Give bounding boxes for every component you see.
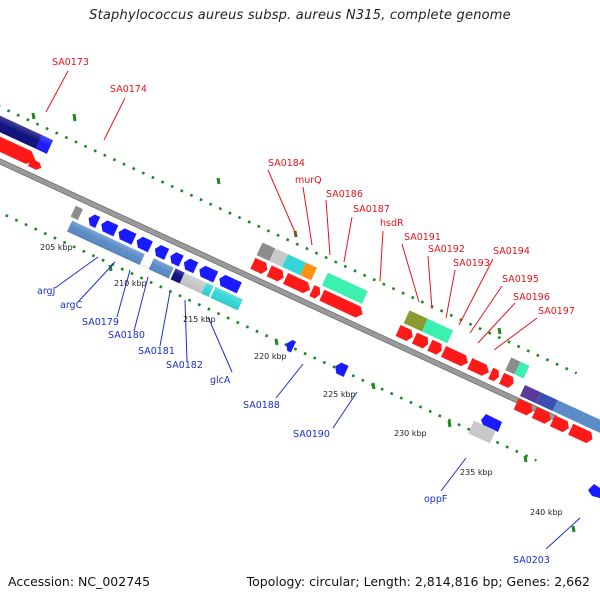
kbp-label-235: 235 kbp	[460, 468, 493, 477]
genome-summary-text: Topology: circular; Length: 2,814,816 bp…	[246, 574, 590, 589]
gene-label-SA0203: SA0203	[513, 555, 550, 566]
gene-label-SA0180: SA0180	[108, 330, 145, 341]
gene-label-murQ: murQ	[295, 175, 322, 186]
gene-label-SA0191: SA0191	[404, 232, 441, 243]
kbp-label-225: 225 kbp	[323, 390, 356, 399]
gene-label-SA0181: SA0181	[138, 346, 175, 357]
forward-cds-features	[0, 91, 530, 388]
kbp-label-230: 230 kbp	[394, 429, 427, 438]
major-ticks	[31, 112, 576, 533]
gene-label-hsdR: hsdR	[380, 218, 404, 229]
gene-label-SA0179: SA0179	[82, 317, 119, 328]
map-title: Staphylococcus aureus subsp. aureus N315…	[89, 8, 511, 23]
gene-label-SA0187: SA0187	[353, 204, 390, 215]
kbp-label-220: 220 kbp	[254, 352, 287, 361]
forward-tick-track	[0, 86, 578, 375]
position-labels: 205 kbp 210 kbp 215 kbp 220 kbp 225 kbp …	[40, 243, 563, 517]
kbp-label-205: 205 kbp	[40, 243, 73, 252]
gene-label-SA0193: SA0193	[453, 258, 490, 269]
forward-gene-labels: SA0173 SA0174 SA0184 murQ SA0186 SA0187 …	[52, 57, 575, 317]
forward-cds-right	[513, 385, 600, 444]
gene-label-SA0188: SA0188	[243, 400, 280, 411]
reverse-gene-labels: argJ argC SA0179 SA0180 SA0181 SA0182 gl…	[37, 286, 550, 566]
reverse-tick-track	[0, 174, 537, 462]
accession-text: Accession: NC_002745	[8, 574, 151, 589]
gene-label-argC: argC	[60, 300, 83, 311]
gene-label-SA0196: SA0196	[513, 292, 550, 303]
gene-label-SA0194: SA0194	[493, 246, 530, 257]
gene-label-SA0192: SA0192	[428, 244, 465, 255]
gene-label-SA0186: SA0186	[326, 189, 363, 200]
gene-label-oppF: oppF	[424, 494, 447, 505]
gene-label-argJ: argJ	[37, 286, 55, 297]
gene-label-SA0174: SA0174	[110, 84, 147, 95]
gene-label-SA0195: SA0195	[502, 274, 539, 285]
gene-label-SA0197: SA0197	[538, 306, 575, 317]
reverse-leader-lines	[54, 256, 581, 550]
gene-label-SA0184: SA0184	[268, 158, 305, 169]
kbp-label-215: 215 kbp	[183, 315, 216, 324]
gene-label-SA0173: SA0173	[52, 57, 89, 68]
kbp-label-240: 240 kbp	[530, 508, 563, 517]
kbp-label-210: 210 kbp	[114, 279, 147, 288]
reverse-cds-lower-right	[468, 414, 600, 498]
gene-label-SA0182: SA0182	[166, 360, 203, 371]
gene-label-SA0190: SA0190	[293, 429, 330, 440]
forward-leader-lines	[45, 70, 538, 351]
gene-label-glcA: glcA	[210, 375, 231, 386]
